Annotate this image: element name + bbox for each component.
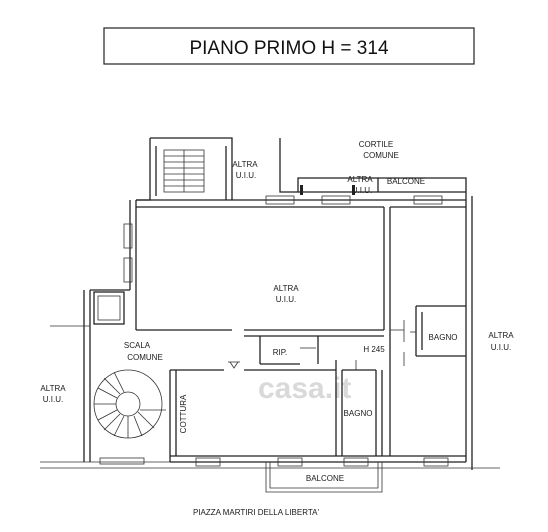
label-cottura: COTTURA [179,394,188,433]
walls [40,137,500,493]
elevator [93,291,125,325]
label-rip: RIP. [273,348,288,357]
spiral-staircase [93,369,166,439]
watermark: casa.it [258,372,351,405]
plan-title: PIANO PRIMO H = 314 [189,38,388,59]
label-cortile: CORTILE [359,140,394,149]
label-altra-east: ALTRA [488,331,514,340]
label-balcone-north: BALCONE [387,177,425,186]
label-scala-comune: COMUNE [127,353,163,362]
label-altra-center: ALTRA [273,284,299,293]
label-altra-east-uiu: U.I.U. [491,343,511,352]
stair-flight-top [163,149,205,193]
label-h245: H 245 [363,345,385,354]
label-altra-n-uiu: U.I.U. [352,186,372,195]
label-cortile-comune: COMUNE [363,151,399,160]
label-street: PIAZZA MARTIRI DELLA LIBERTA' [193,508,319,517]
label-altra-west-uiu: U.I.U. [43,395,63,404]
label-altra-west: ALTRA [40,384,66,393]
label-bagno-upper: BAGNO [429,333,458,342]
label-altra-nw: ALTRA [232,160,258,169]
label-bagno-lower: BAGNO [344,409,373,418]
label-altra-nw-uiu: U.I.U. [236,171,256,180]
windows [99,185,449,467]
label-scala: SCALA [124,341,151,350]
label-altra-n: ALTRA [347,175,373,184]
label-balcone-south: BALCONE [306,474,344,483]
room-labels: CORTILE COMUNE ALTRA U.I.U. ALTRA U.I.U.… [40,140,514,517]
title-box [103,27,475,65]
label-altra-center-uiu: U.I.U. [276,295,296,304]
doors [228,320,416,370]
